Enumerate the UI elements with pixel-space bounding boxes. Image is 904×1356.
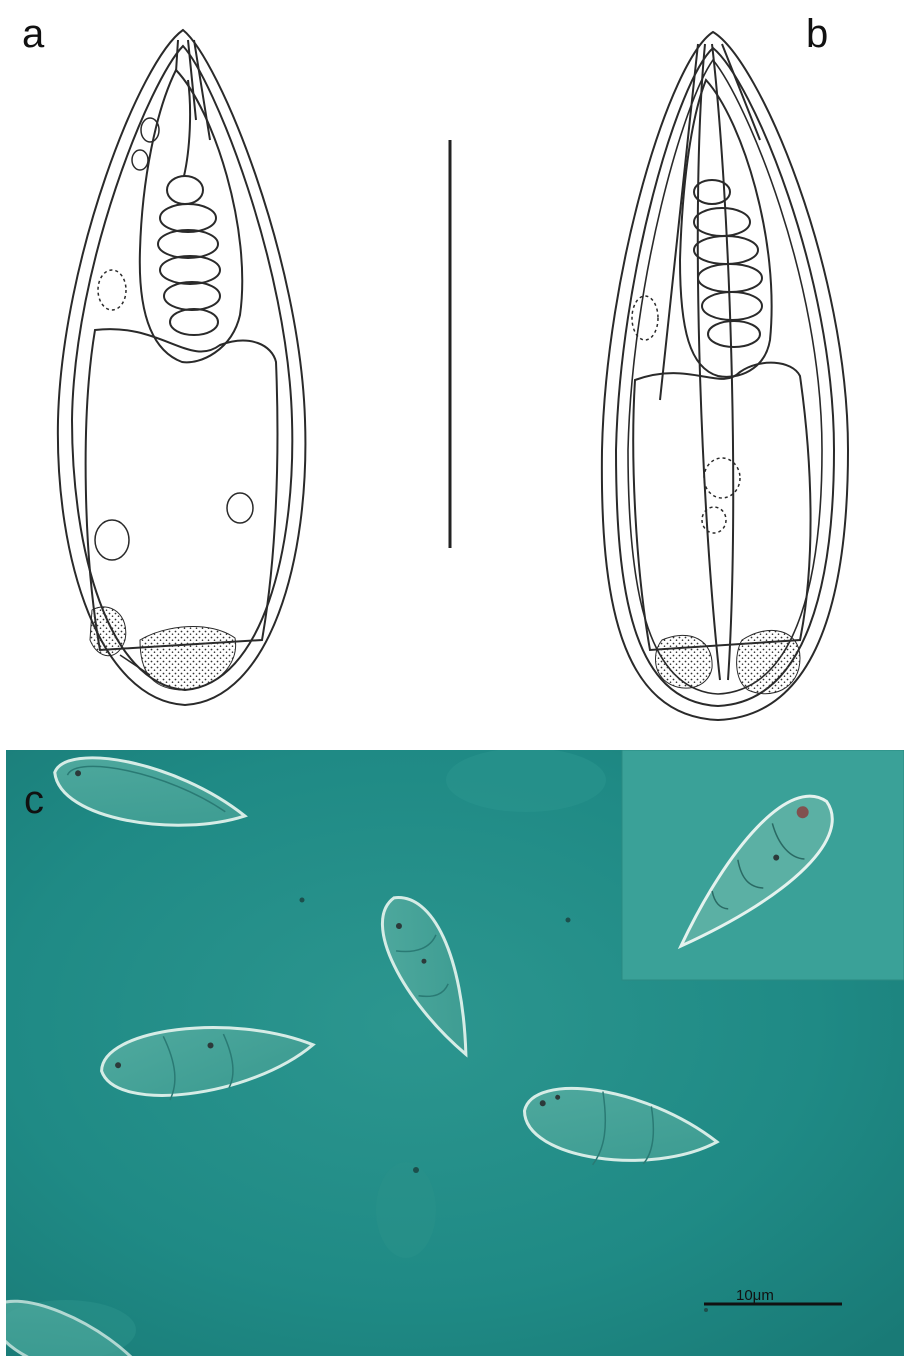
spore-a-granular-mass-right — [140, 626, 236, 690]
scale-bar-label: 10μm — [736, 1287, 774, 1304]
micrograph-panel: c — [6, 750, 904, 1356]
spore-a-inner-wall — [72, 46, 292, 690]
spore-b-polar-filament — [694, 180, 762, 347]
micrograph-inset — [622, 750, 904, 980]
spore-b-sporoplasm — [633, 363, 810, 650]
spore-a-sporoplasm — [86, 329, 278, 650]
spore-b-granular-mass-left — [656, 635, 713, 688]
spore-a-polar-filament — [158, 80, 220, 335]
spore-drawings — [0, 0, 904, 740]
spore-b-granular-mass-right — [737, 630, 800, 693]
spore-drawing-a — [58, 30, 306, 705]
panel-label-c: c — [24, 780, 44, 820]
spore-drawing-b — [602, 32, 848, 720]
spore-a-filament-duct — [176, 40, 210, 140]
spore-b-suture — [698, 44, 733, 680]
spore-a-granular-mass-left — [90, 607, 126, 656]
